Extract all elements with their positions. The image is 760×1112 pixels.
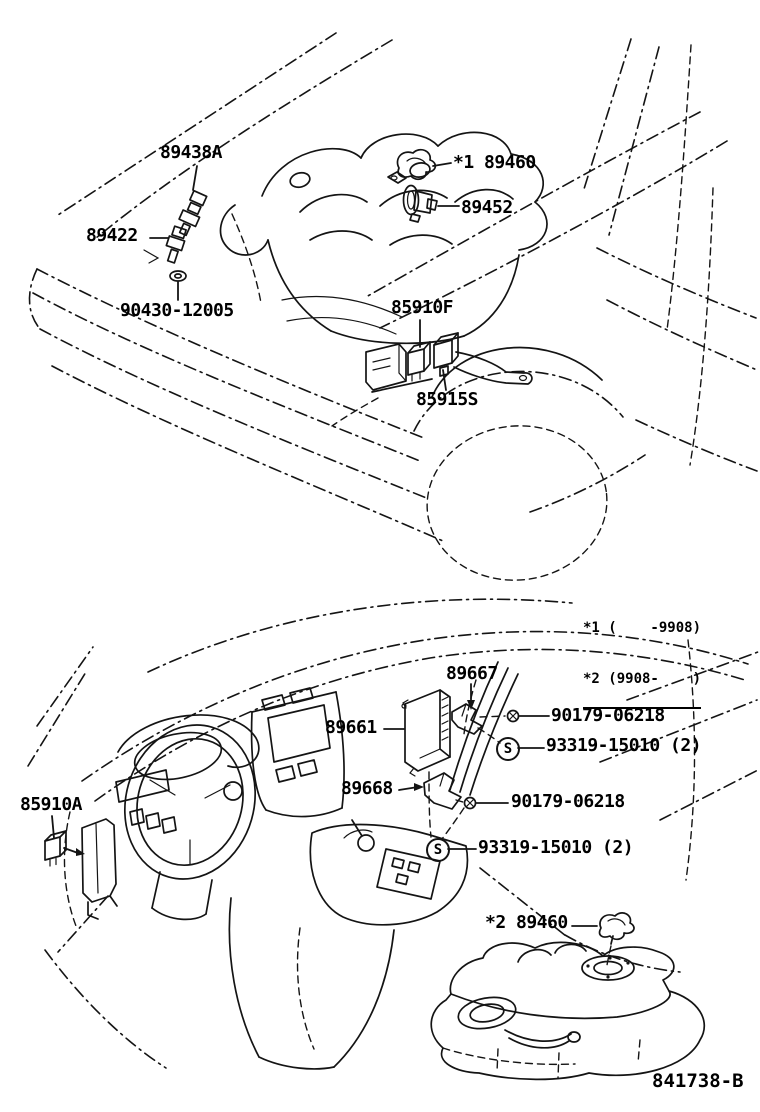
part-label-89460-engine[interactable]: *1 89460 xyxy=(453,152,536,173)
part-label-93319-15010-upper[interactable]: 93319-15010 (2) xyxy=(546,735,702,756)
sensor-89422 xyxy=(165,225,187,264)
screw-symbol-lower: S xyxy=(426,838,450,862)
sensor-89438a xyxy=(178,189,208,237)
bracket-89668 xyxy=(398,771,509,850)
dash-switches xyxy=(115,769,177,834)
part-label-90430-12005[interactable]: 90430-12005 xyxy=(120,300,234,321)
relay-85910a xyxy=(44,811,118,927)
steering-wheel xyxy=(117,714,260,921)
dashboard-view xyxy=(27,598,759,1070)
gasket-90430 xyxy=(169,270,187,282)
part-label-90179-06218-upper[interactable]: 90179-06218 xyxy=(551,705,665,726)
part-label-89668[interactable]: 89668 xyxy=(341,778,393,799)
center-stack xyxy=(250,687,345,818)
vsv-89452 xyxy=(402,184,438,223)
part-label-85915s[interactable]: 85915S xyxy=(416,389,479,410)
part-label-89460-tank[interactable]: *2 89460 xyxy=(485,912,568,933)
relay-85915s xyxy=(433,332,459,377)
leader-lines-engine xyxy=(143,162,460,391)
relay-85910f xyxy=(407,341,431,382)
part-label-89422[interactable]: 89422 xyxy=(86,225,138,246)
clip-89460-engine xyxy=(387,148,437,184)
part-label-89438a[interactable]: 89438A xyxy=(160,142,223,163)
clip-89460-tank xyxy=(571,912,635,966)
part-label-89452[interactable]: 89452 xyxy=(461,197,513,218)
drawing-code: 841738-B xyxy=(652,1070,744,1092)
part-label-85910f[interactable]: 85910F xyxy=(391,297,454,318)
part-label-89661[interactable]: 89661 xyxy=(325,717,377,738)
fuel-tank-view xyxy=(430,912,706,1081)
bracket-89667 xyxy=(451,683,550,749)
part-label-90179-06218-lower[interactable]: 90179-06218 xyxy=(511,791,625,812)
ecu-89661 xyxy=(401,689,451,777)
relay-bracket xyxy=(331,343,533,427)
part-label-93319-15010-lower[interactable]: 93319-15010 (2) xyxy=(478,837,634,858)
center-console xyxy=(228,819,469,1070)
engine-bay-view xyxy=(28,32,758,581)
note-line-1: *1 ( -9908) xyxy=(583,620,702,636)
note-line-2: *2 (9908- ) xyxy=(583,671,702,687)
part-label-85910a[interactable]: 85910A xyxy=(20,794,83,815)
engine-outline xyxy=(219,131,548,345)
part-label-89667[interactable]: 89667 xyxy=(446,663,498,684)
production-period-note: *1 ( -9908) *2 (9908- ) xyxy=(583,586,702,709)
screw-symbol-upper: S xyxy=(496,737,520,761)
